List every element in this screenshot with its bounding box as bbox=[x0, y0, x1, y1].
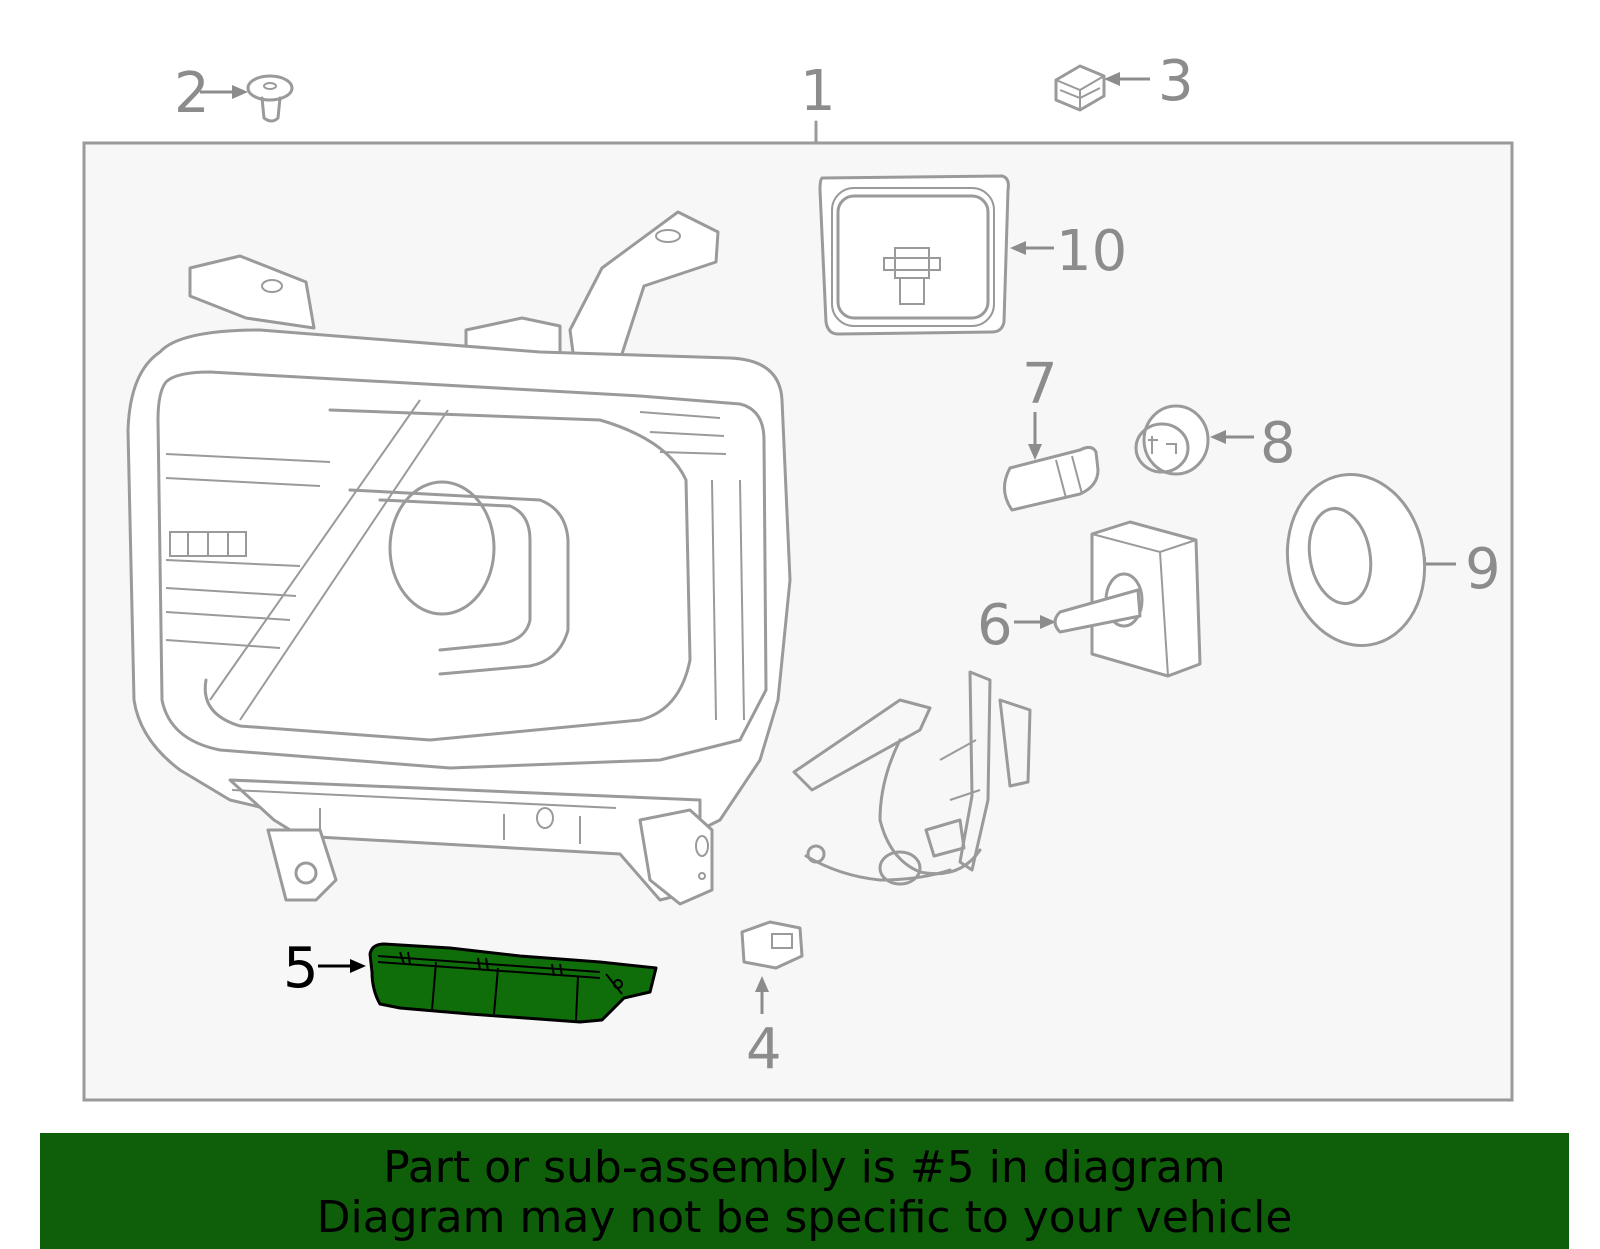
callout-4: 4 bbox=[746, 1017, 782, 1082]
info-banner: Part or sub-assembly is #5 in diagram Di… bbox=[40, 1133, 1569, 1249]
connector-part-4 bbox=[740, 920, 804, 970]
socket-part-8 bbox=[1134, 404, 1210, 476]
bracket-part-5-highlighted bbox=[368, 942, 658, 1024]
parts-diagram: 1 2 3 4 5 6 7 8 9 10 bbox=[82, 49, 1514, 1102]
callout-6: 6 bbox=[977, 593, 1013, 658]
banner-line-2: Diagram may not be specific to your vehi… bbox=[316, 1192, 1293, 1243]
wiring-harness bbox=[792, 670, 1032, 886]
banner-line-1: Part or sub-assembly is #5 in diagram bbox=[383, 1142, 1226, 1193]
callout-5: 5 bbox=[283, 936, 319, 1001]
callout-7: 7 bbox=[1022, 352, 1058, 417]
seal-ring-part-9 bbox=[1285, 472, 1427, 648]
callout-1: 1 bbox=[800, 59, 836, 124]
control-module-part-10 bbox=[818, 174, 1010, 336]
headlamp-assembly-part-1 bbox=[126, 210, 792, 906]
callout-3: 3 bbox=[1158, 49, 1194, 114]
callout-10: 10 bbox=[1056, 219, 1127, 284]
callout-8: 8 bbox=[1260, 411, 1296, 476]
hid-bulb-part-6 bbox=[1053, 520, 1202, 678]
clip-part-3 bbox=[1054, 64, 1106, 112]
leader-arrows bbox=[200, 72, 1456, 1014]
callout-9: 9 bbox=[1465, 537, 1501, 602]
screw-part-2 bbox=[246, 74, 294, 123]
bulb-part-7 bbox=[1003, 445, 1100, 512]
